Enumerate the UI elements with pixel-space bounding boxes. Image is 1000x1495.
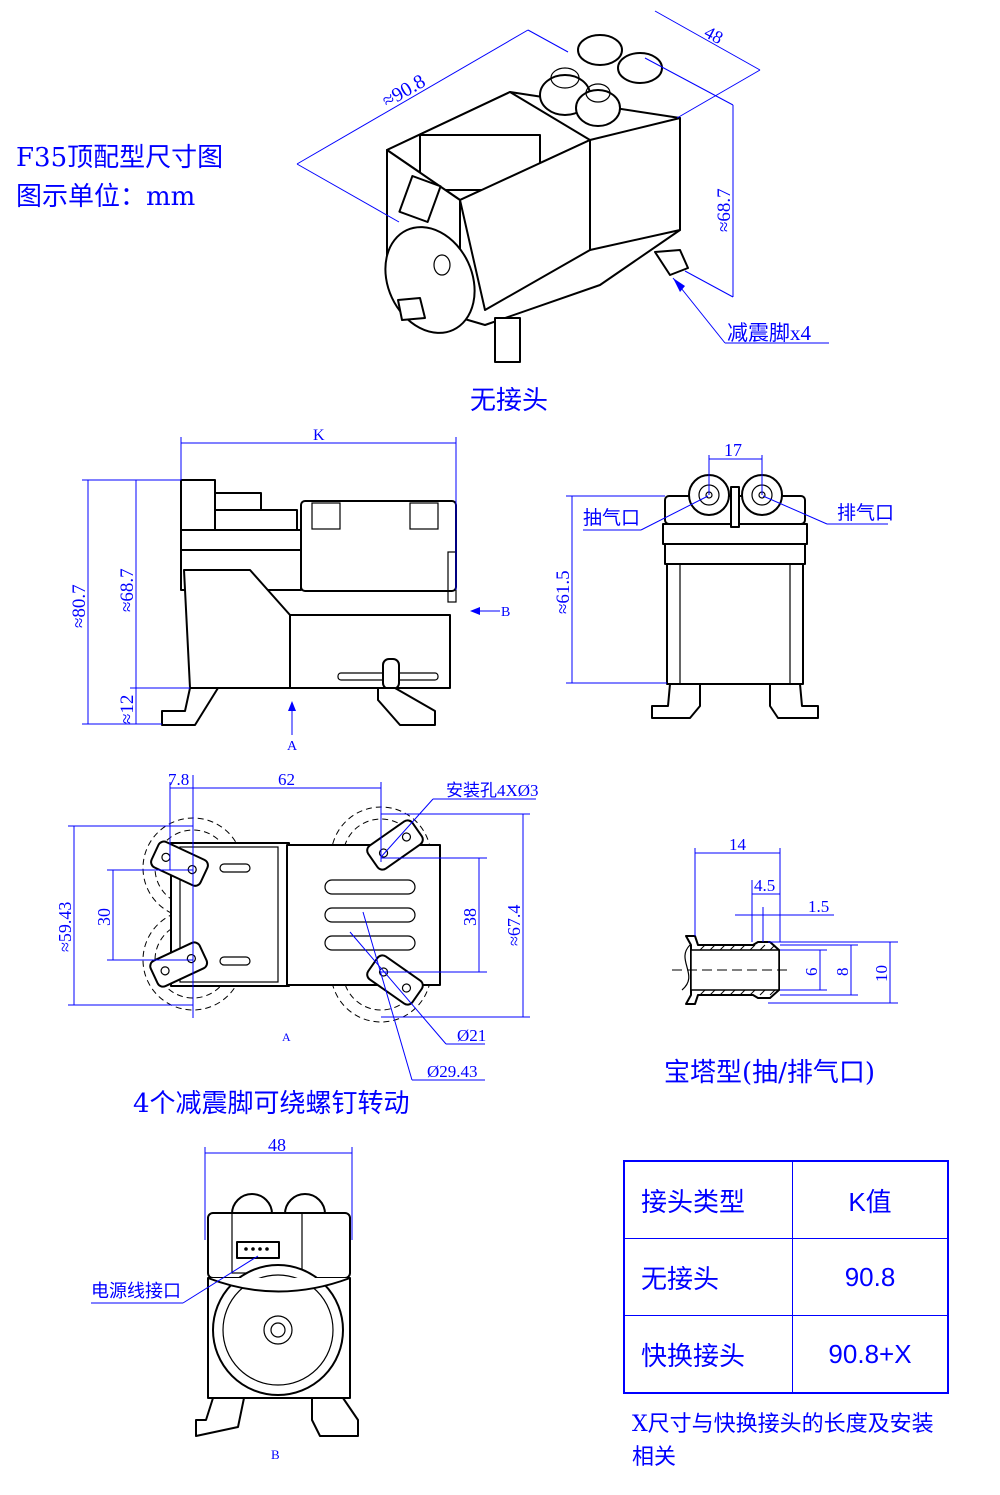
dim-fitting-length: 14 [729, 835, 747, 854]
iso-pump-drawing [384, 34, 689, 363]
dim-barb-diameter: 10 [872, 965, 891, 982]
table-cell-k: 90.8+X [792, 1315, 949, 1394]
unit-note: 图示单位：mm [16, 182, 196, 212]
rear-pump-drawing [195, 1193, 359, 1437]
pagoda-dimensions [694, 848, 898, 1004]
side-dimensions [82, 437, 500, 735]
dim-step: 1.5 [808, 897, 829, 916]
dim-feet-height: ≈12 [117, 695, 138, 724]
rear-dim-width: 48 [268, 1135, 286, 1155]
table-cell-fitting: 无接头 [623, 1238, 793, 1316]
dim-barb-length: 4.5 [754, 876, 775, 895]
table-header-fitting-type: 接头类型 [623, 1160, 793, 1239]
dim-total-height: ≈80.7 [69, 584, 90, 628]
iso-dimensions [296, 10, 829, 344]
pagoda-fitting-drawing [672, 935, 790, 1005]
iso-dim-length: ≈90.8 [379, 70, 430, 112]
feet-label: 减震脚x4 [727, 321, 811, 345]
iso-dim-width: 48 [701, 22, 726, 48]
dim-body-height: ≈68.7 [117, 568, 138, 612]
rear-dimensions [91, 1147, 353, 1304]
feet-rotation-caption: 4个减震脚可绕螺钉转动 [133, 1089, 410, 1119]
rear-view-label: B [271, 1447, 280, 1462]
side-pump-drawing [161, 479, 457, 726]
connector-label: 电源线接口 [91, 1281, 181, 1301]
table-header-k-value: K值 [792, 1160, 949, 1239]
inlet-label: 抽气口 [583, 507, 640, 529]
dim-outer-right: ≈67.4 [504, 905, 524, 946]
mount-hole-label: 安装孔4XØ3 [446, 781, 539, 800]
bottom-view-label: A [282, 1030, 291, 1044]
x-dimension-note: X尺寸与快换接头的长度及安装相关 [632, 1412, 934, 1470]
table-row: 无接头 90.8 [623, 1238, 949, 1316]
dim-front-height: ≈61.5 [553, 570, 574, 614]
table-row: 快换接头 90.8+X [623, 1315, 949, 1394]
view-arrow-a: A [287, 739, 298, 754]
iso-caption: 无接头 [470, 386, 549, 416]
table-cell-k: 90.8 [792, 1238, 949, 1316]
k-value-table: 接头类型 K值 无接头 90.8 快换接头 90.8+X [623, 1160, 949, 1394]
dim-offset: 7.8 [168, 770, 189, 789]
drawing-title: F35顶配型尺寸图 [16, 143, 224, 173]
table-header-row: 接头类型 K值 [623, 1160, 949, 1239]
view-arrow-b: B [501, 605, 510, 620]
dia-outer-label: Ø29.43 [427, 1062, 478, 1081]
outlet-label: 排气口 [837, 502, 894, 524]
dim-k-label: K [313, 427, 325, 444]
dim-inner-diameter: 6 [802, 968, 821, 977]
table-cell-fitting: 快换接头 [623, 1315, 793, 1394]
front-pump-drawing [651, 474, 819, 719]
dim-port-spacing: 17 [724, 440, 742, 460]
dia-inner-label: Ø21 [457, 1026, 486, 1045]
iso-dim-height: ≈68.7 [714, 188, 735, 232]
bottom-pump-drawing [142, 806, 441, 1023]
dim-left-holes: 30 [94, 908, 114, 926]
dim-right-holes: 38 [460, 908, 480, 926]
dim-outer-diameter: 8 [833, 968, 852, 977]
dim-hole-spacing-x: 62 [278, 770, 295, 789]
front-dimensions [566, 455, 888, 684]
dim-outer-left: ≈59.43 [55, 902, 75, 952]
pagoda-caption: 宝塔型(抽/排气口) [664, 1058, 876, 1088]
bottom-dimensions [68, 775, 536, 1081]
